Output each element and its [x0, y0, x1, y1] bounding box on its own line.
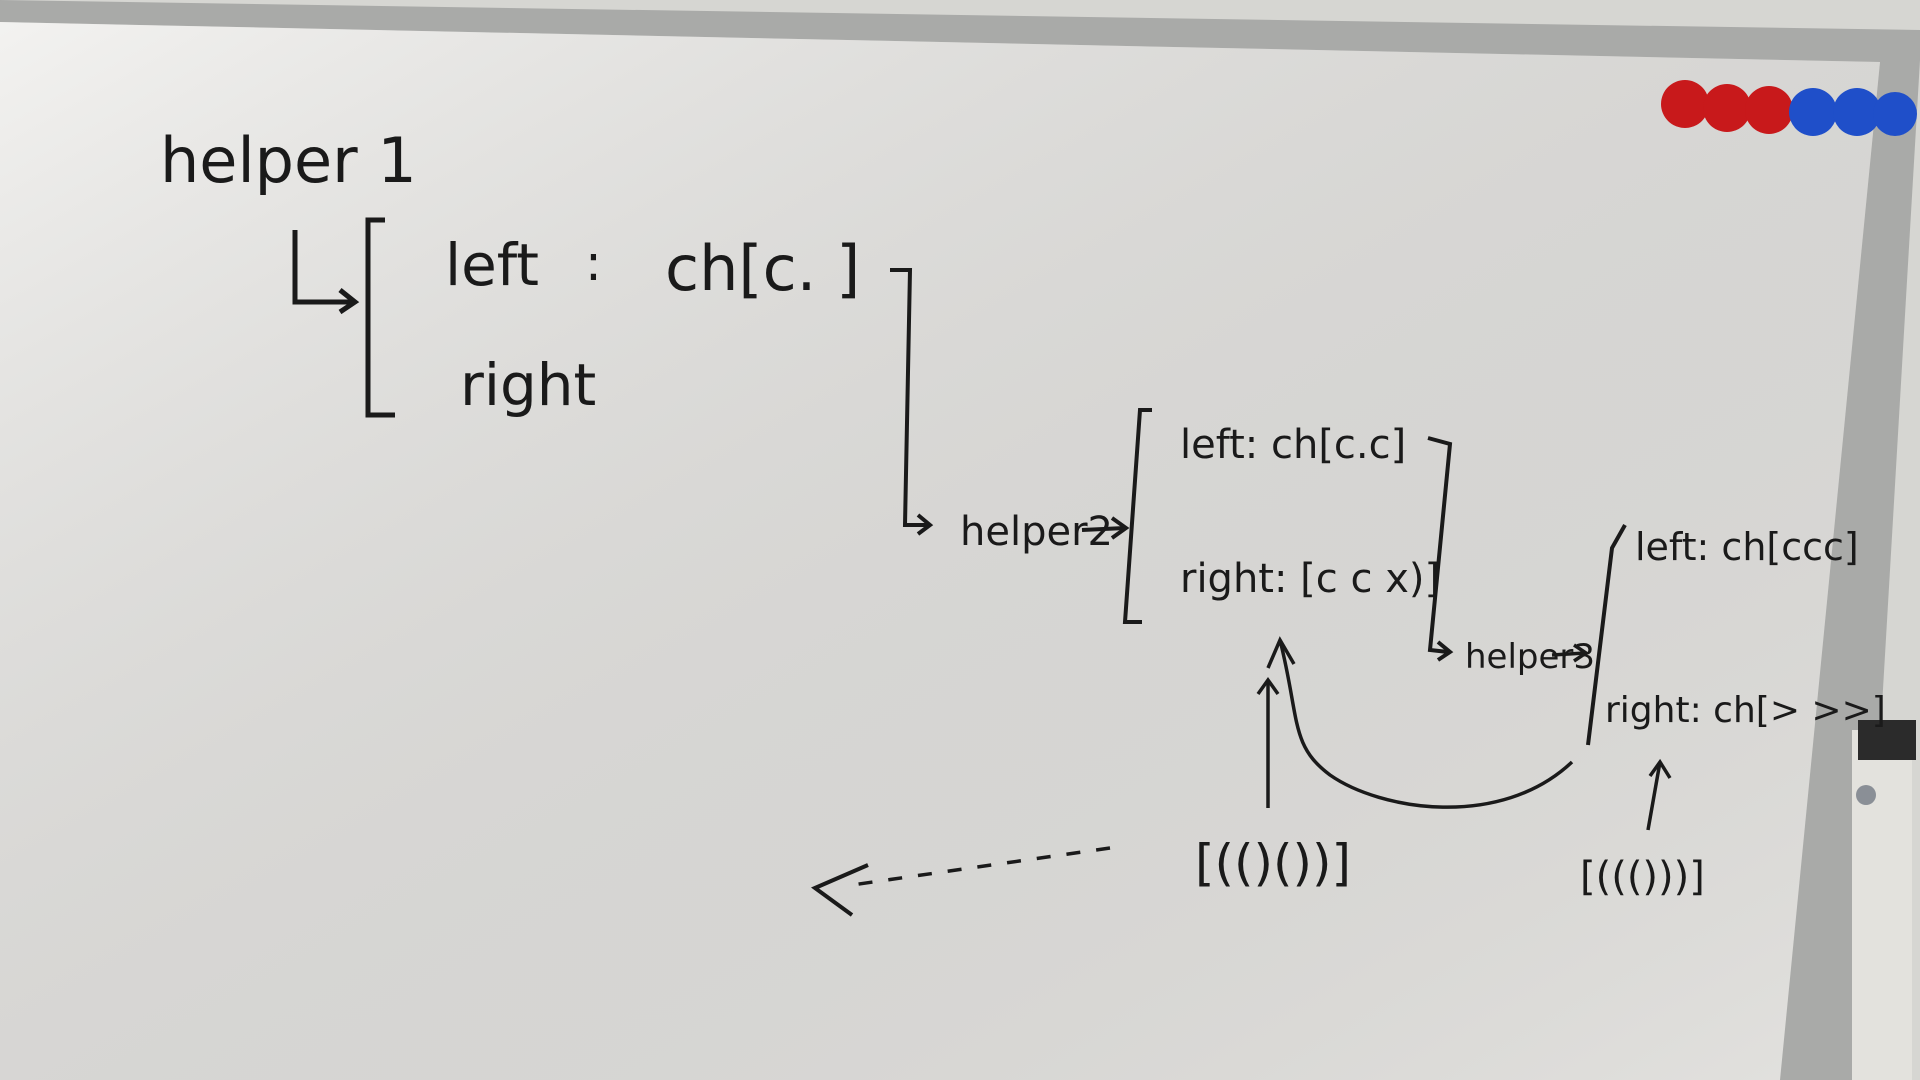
helper1-title: helper 1	[160, 124, 417, 197]
helper1-arrow-head	[338, 288, 360, 315]
marker-holder-clip	[1858, 720, 1916, 760]
helper3-arrow	[1551, 651, 1586, 657]
helper2-to-helper3-connector	[1427, 436, 1453, 654]
helper3-left: left: ch[ccc]	[1635, 525, 1859, 569]
helper2-right: right: [c c x)]	[1180, 556, 1440, 602]
screw-icon	[1856, 785, 1876, 805]
helper1-bracket	[365, 217, 395, 418]
dashed-left-arrow-head	[810, 863, 869, 917]
input-right: [((()))]	[1580, 854, 1705, 900]
blue-magnet-icon[interactable]	[1833, 88, 1881, 136]
red-magnet-icon[interactable]	[1745, 86, 1793, 134]
connector-arrow-head	[916, 513, 934, 536]
input-middle: [(()())]	[1195, 834, 1351, 892]
helper3-right: right: ch[> >>]	[1605, 690, 1886, 731]
helper1-to-helper2-connector	[890, 268, 930, 527]
red-magnet-icon[interactable]	[1661, 80, 1709, 128]
helper3-title: helper3	[1465, 637, 1595, 677]
magnets	[1661, 80, 1917, 136]
red-magnet-icon[interactable]	[1703, 84, 1751, 132]
helper1-arrow	[292, 230, 355, 305]
helper3-arrow-head	[1573, 643, 1590, 663]
board-sheen	[0, 22, 1880, 1080]
helper1-right-label: right	[460, 351, 596, 419]
blue-magnet-icon[interactable]	[1873, 92, 1917, 136]
helper2-left: left: ch[c.c]	[1180, 422, 1406, 468]
middle-up-arrow-head	[1256, 676, 1280, 696]
curved-return-arrow	[1278, 639, 1574, 809]
helper2-arrow	[1081, 526, 1126, 532]
helper1-left-label: left	[445, 231, 539, 299]
helper1-left-value: ch[c. ]	[665, 232, 860, 305]
helper2-bracket	[1122, 408, 1152, 624]
right-up-arrow	[1646, 761, 1662, 831]
right-up-arrow-head	[1648, 758, 1672, 779]
helper2-arrow-head	[1110, 516, 1130, 540]
dashed-left-arrow	[844, 846, 1111, 888]
connector-arrow-head	[1436, 640, 1454, 662]
blue-magnet-icon[interactable]	[1789, 88, 1837, 136]
helper3-bracket	[1586, 524, 1627, 746]
marker-holder	[1852, 730, 1912, 1080]
helper2-title: helper2	[960, 509, 1113, 555]
curved-arrow-head	[1266, 636, 1296, 669]
helper1-colon: :	[585, 234, 602, 292]
